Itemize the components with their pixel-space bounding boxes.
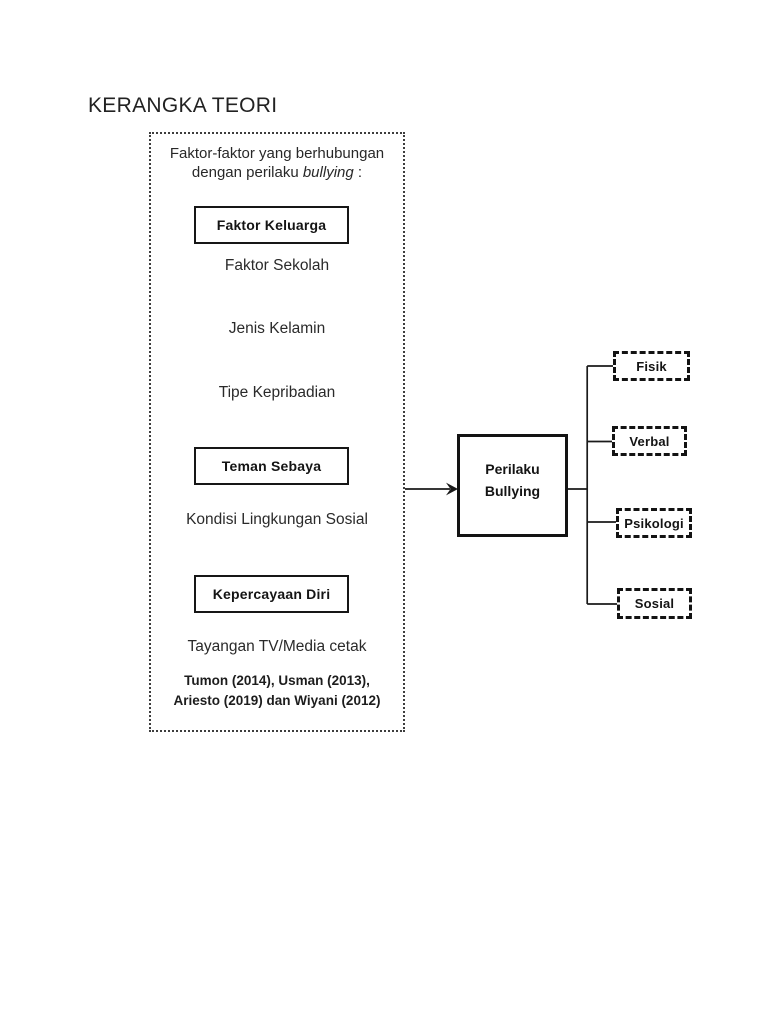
factor-item-sekolah: Faktor Sekolah (224, 257, 330, 274)
form-box-sosial: Sosial (617, 588, 692, 619)
italic-term: bullying (302, 164, 354, 181)
perilaku-bullying-line2: Bullying (484, 482, 541, 499)
factor-box-keluarga: Faktor Keluarga (194, 206, 349, 244)
form-box-fisik: Fisik (613, 351, 690, 381)
factors-heading-line1: Faktor-faktor yang berhubungan (169, 145, 385, 162)
arrowhead-icon (446, 482, 458, 496)
perilaku-bullying-line1: Perilaku (485, 460, 540, 477)
form-box-psikologi: Psikologi (616, 508, 692, 538)
form-box-verbal: Verbal (612, 426, 687, 456)
citation-text: Tumon (2014), Usman (2013), Ariesto (201… (151, 671, 403, 711)
factor-item-tayangan-tv: Tayangan TV/Media cetak (187, 638, 367, 655)
citation-line1: Tumon (2014), Usman (2013), (184, 673, 370, 688)
factor-box-teman-sebaya: Teman Sebaya (194, 447, 349, 485)
factors-group-box: Faktor-faktor yang berhubungan dengan pe… (149, 132, 405, 732)
perilaku-bullying-box: Perilaku Bullying (457, 434, 568, 537)
page-title: KERANGKA TEORI (88, 94, 278, 117)
factor-item-tipe-kepribadian: Tipe Kepribadian (218, 384, 336, 401)
factors-heading: Faktor-faktor yang berhubungan dengan pe… (151, 144, 403, 182)
factors-heading-line2: dengan perilaku bullying : (191, 164, 363, 181)
citation-line2: Ariesto (2019) dan Wiyani (2012) (173, 693, 381, 708)
factor-box-kepercayaan-diri: Kepercayaan Diri (194, 575, 349, 613)
factor-item-lingkungan-sosial: Kondisi Lingkungan Sosial (186, 511, 368, 528)
factor-item-jenis-kelamin: Jenis Kelamin (228, 320, 326, 337)
